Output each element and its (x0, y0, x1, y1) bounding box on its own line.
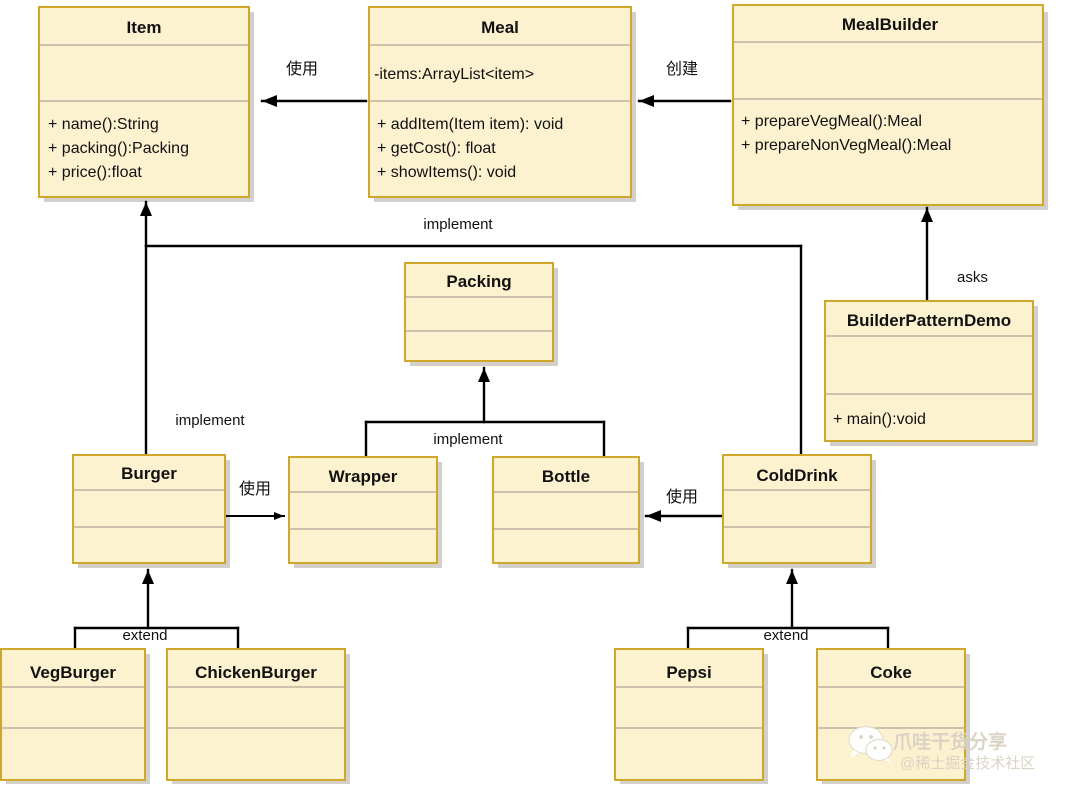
class-attribute-meal-0: -items:ArrayList<item> (374, 66, 534, 83)
class-name-chickenburger: ChickenBurger (195, 663, 317, 682)
edge-label-create-mealbuilder-meal: 创建 (666, 60, 698, 78)
class-box-item[interactable]: Item + name():String + packing():Packing… (38, 6, 250, 198)
class-box-builderpatterndemo[interactable]: BuilderPatternDemo + main():void (824, 300, 1034, 442)
class-box-wrapper[interactable]: Wrapper (288, 456, 438, 564)
edge-label-asks: asks (957, 269, 988, 286)
class-box-burger[interactable]: Burger (72, 454, 226, 564)
class-name-pepsi: Pepsi (666, 663, 711, 682)
class-name-vegburger: VegBurger (30, 663, 116, 682)
class-method-mealbuilder-0: + prepareVegMeal():Meal (741, 113, 922, 130)
class-box-packing[interactable]: Packing (404, 262, 554, 362)
class-name-packing: Packing (446, 272, 511, 291)
class-name-bottle: Bottle (542, 467, 590, 486)
watermark-handle: @稀土掘金技术社区 (900, 755, 1035, 772)
class-name-wrapper: Wrapper (329, 467, 398, 486)
edge-label-extend-burger: extend (122, 627, 167, 644)
class-name-colddrink: ColdDrink (756, 466, 838, 485)
class-method-mealbuilder-1: + prepareNonVegMeal():Meal (741, 137, 951, 154)
edge-label-use-burger-wrapper: 使用 (239, 480, 271, 498)
class-box-colddrink[interactable]: ColdDrink (722, 454, 872, 564)
edge-label-use-meal-item: 使用 (286, 60, 318, 78)
class-method-item-2: + price():float (48, 164, 142, 181)
class-box-coke[interactable]: Coke (816, 648, 966, 781)
class-name-builderpatterndemo: BuilderPatternDemo (847, 311, 1011, 330)
watermark: 爪哇干货分享 @稀土掘金技术社区 (848, 725, 1035, 772)
class-name-burger: Burger (121, 464, 177, 483)
class-box-pepsi[interactable]: Pepsi (614, 648, 764, 781)
class-method-item-0: + name():String (48, 116, 159, 133)
relationship-lines (73, 95, 933, 654)
class-method-builderpatterndemo-0: + main():void (833, 411, 926, 428)
class-box-chickenburger[interactable]: ChickenBurger (166, 648, 346, 781)
class-method-meal-1: + getCost(): float (377, 140, 496, 157)
edge-label-implement-item: implement (423, 216, 493, 233)
class-box-bottle[interactable]: Bottle (492, 456, 640, 564)
edge-label-use-colddrink-bottle: 使用 (666, 488, 698, 506)
edge-label-extend-colddrink: extend (763, 627, 808, 644)
class-name-coke: Coke (870, 663, 912, 682)
wechat-icon (848, 725, 893, 764)
class-name-mealbuilder: MealBuilder (842, 15, 939, 34)
class-box-vegburger[interactable]: VegBurger (0, 648, 146, 781)
class-method-meal-0: + addItem(Item item): void (377, 116, 563, 133)
class-box-meal[interactable]: Meal -items:ArrayList<item> + addItem(It… (368, 6, 632, 198)
class-method-meal-2: + showItems(): void (377, 164, 516, 181)
edge-label-implement-packing: implement (433, 431, 503, 448)
class-name-item: Item (127, 18, 162, 37)
edge-label-implement-burger: implement (175, 412, 245, 429)
class-method-item-1: + packing():Packing (48, 140, 189, 157)
watermark-name: 爪哇干货分享 (893, 730, 1007, 753)
class-name-meal: Meal (481, 18, 519, 37)
class-box-mealbuilder[interactable]: MealBuilder + prepareVegMeal():Meal + pr… (732, 4, 1044, 206)
